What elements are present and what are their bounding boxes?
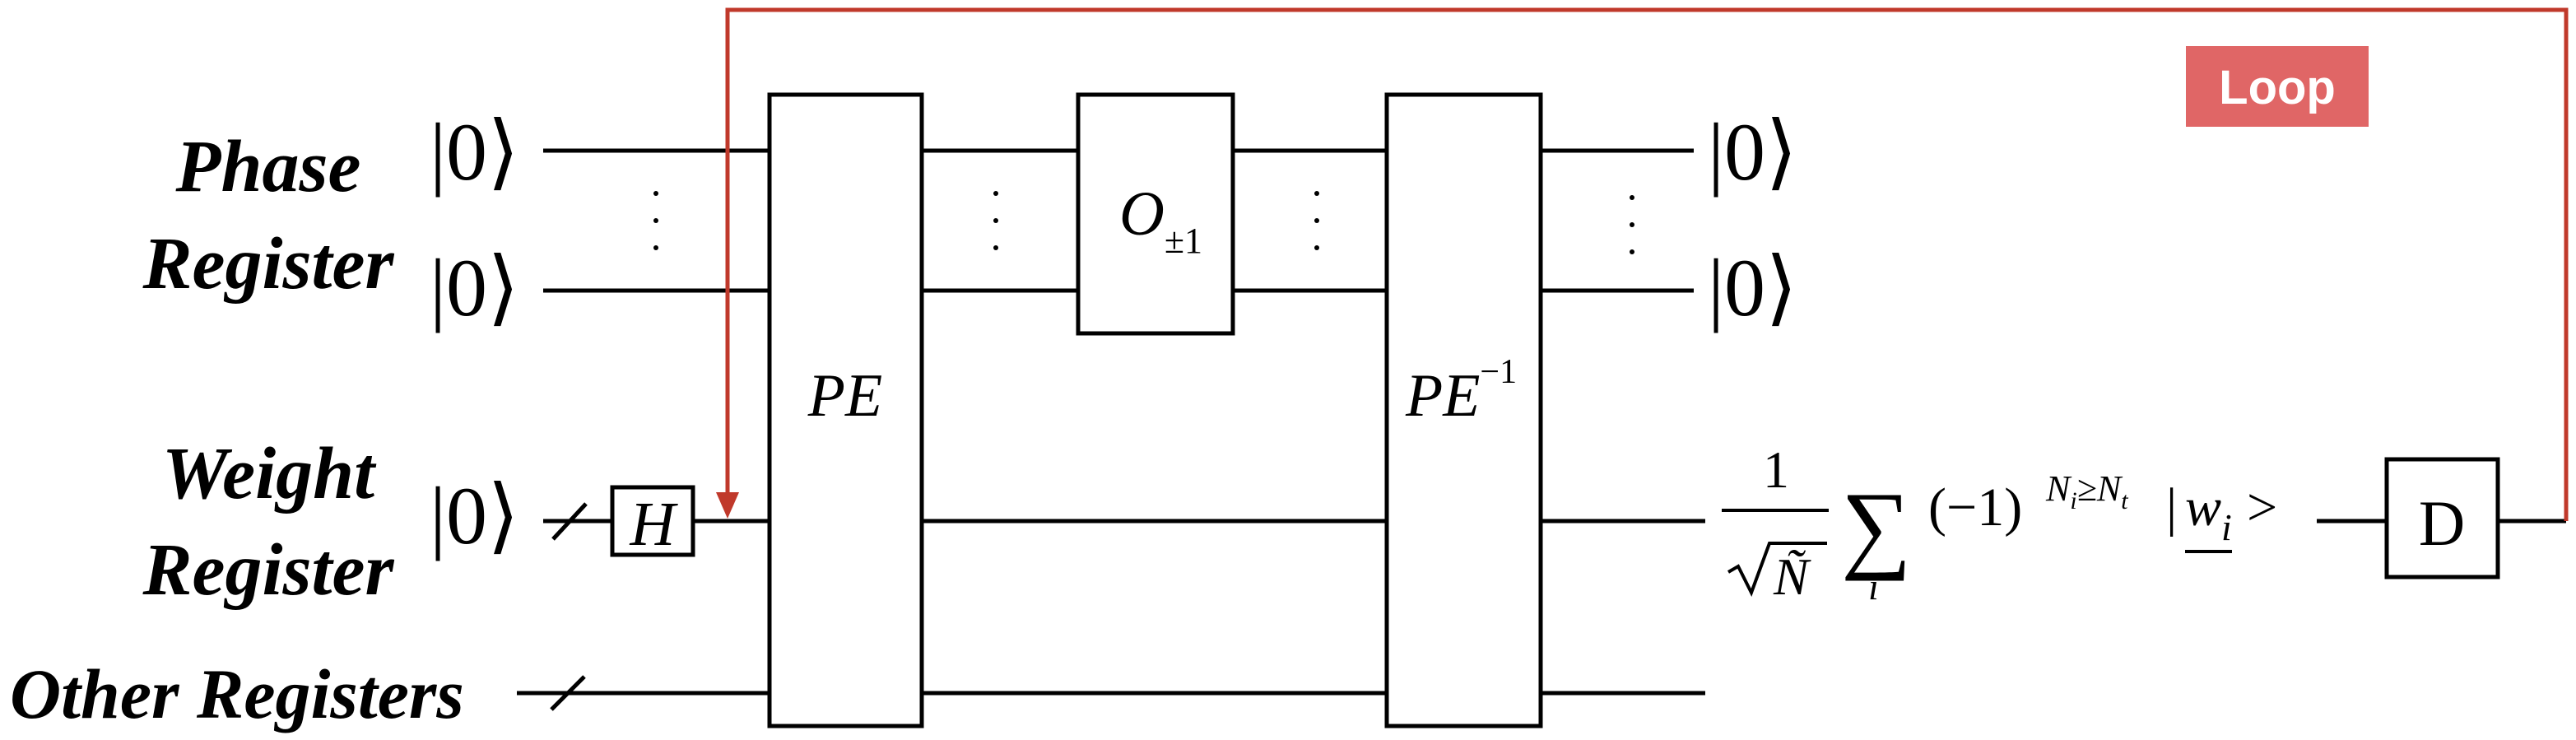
dots-input <box>653 191 658 250</box>
oracle-gate <box>1076 92 1235 336</box>
ket-output-phase-bottom: |0⟩ <box>1708 242 1797 333</box>
ket-input-phase-bottom: |0⟩ <box>430 242 519 333</box>
dots-after-pe-inverse <box>1630 195 1634 254</box>
oracle-gate-subscript: ±1 <box>1165 221 1202 261</box>
dots-after-pe <box>993 191 998 250</box>
hadamard-gate <box>610 485 695 557</box>
other-registers-label: Other Registers <box>10 654 464 733</box>
pe-inverse-superscript: −1 <box>1480 353 1517 391</box>
formula-sqrt-sign <box>1727 542 1827 598</box>
dots-after-oracle <box>1314 191 1319 250</box>
hadamard-gate-label: H <box>630 490 679 559</box>
pe-gate-label: PE <box>807 362 882 430</box>
pe-inverse-gate-label: PE−1 <box>1405 353 1517 430</box>
formula-numerator: 1 <box>1763 440 1789 499</box>
pe-gate <box>767 92 924 728</box>
loop-feedback-arrow <box>716 7 2569 521</box>
formula-exponent: Ni≥Nt <box>2045 468 2128 514</box>
ket-input-phase-top: |0⟩ <box>430 106 519 198</box>
loop-arrowhead <box>716 492 739 519</box>
oracle-gate-label: O±1 <box>1119 179 1202 261</box>
phase-register-label-line2: Register <box>142 223 395 305</box>
loop-badge: Loop <box>2186 46 2369 127</box>
loop-badge-label: Loop <box>2219 61 2336 114</box>
ket-input-weight: |0⟩ <box>430 470 519 561</box>
formula-denominator: Ñ <box>1773 547 1811 606</box>
formula-term-base: (−1) <box>1928 477 2022 538</box>
bus-slash-weight <box>551 502 588 541</box>
diffusion-gate-label: D <box>2419 487 2465 559</box>
formula-sum-symbol: ∑ <box>1841 472 1912 581</box>
formula-ket-open: | <box>2166 477 2177 538</box>
diffusion-gate <box>2384 457 2500 579</box>
output-state-formula: 1 Ñ ∑ i (−1) Ni≥Nt | wi > <box>1722 440 2277 607</box>
formula-sum-index: i <box>1868 565 1879 607</box>
formula-ket-w: wi <box>2185 477 2232 548</box>
ket-output-phase-top: |0⟩ <box>1708 106 1797 198</box>
weight-register-label-line1: Weight <box>162 433 377 514</box>
pe-inverse-gate <box>1384 92 1543 728</box>
bus-slash-other <box>550 675 586 711</box>
formula-ket-close: > <box>2247 477 2277 538</box>
phase-register-label-line1: Phase <box>175 126 361 207</box>
weight-register-label-line2: Register <box>142 529 395 611</box>
